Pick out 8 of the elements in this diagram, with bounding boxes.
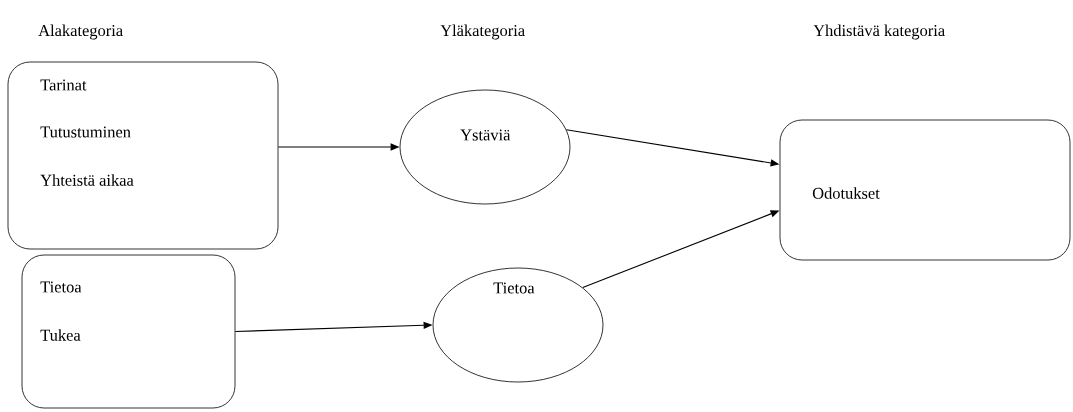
column-heading: Yläkategoria — [440, 24, 525, 40]
column-heading: Yhdistävä kategoria — [813, 24, 945, 40]
column-heading: Alakategoria — [38, 24, 123, 40]
rounded-box: Tarinat Tutustuminen Yhteistä aikaa — [7, 61, 279, 250]
rounded-box: Tietoa Tukea — [21, 254, 236, 409]
ellipse-node: Ystäviä — [399, 89, 571, 205]
rounded-box: Odotukset — [779, 119, 1071, 261]
ellipse-node: Tietoa — [432, 267, 604, 383]
